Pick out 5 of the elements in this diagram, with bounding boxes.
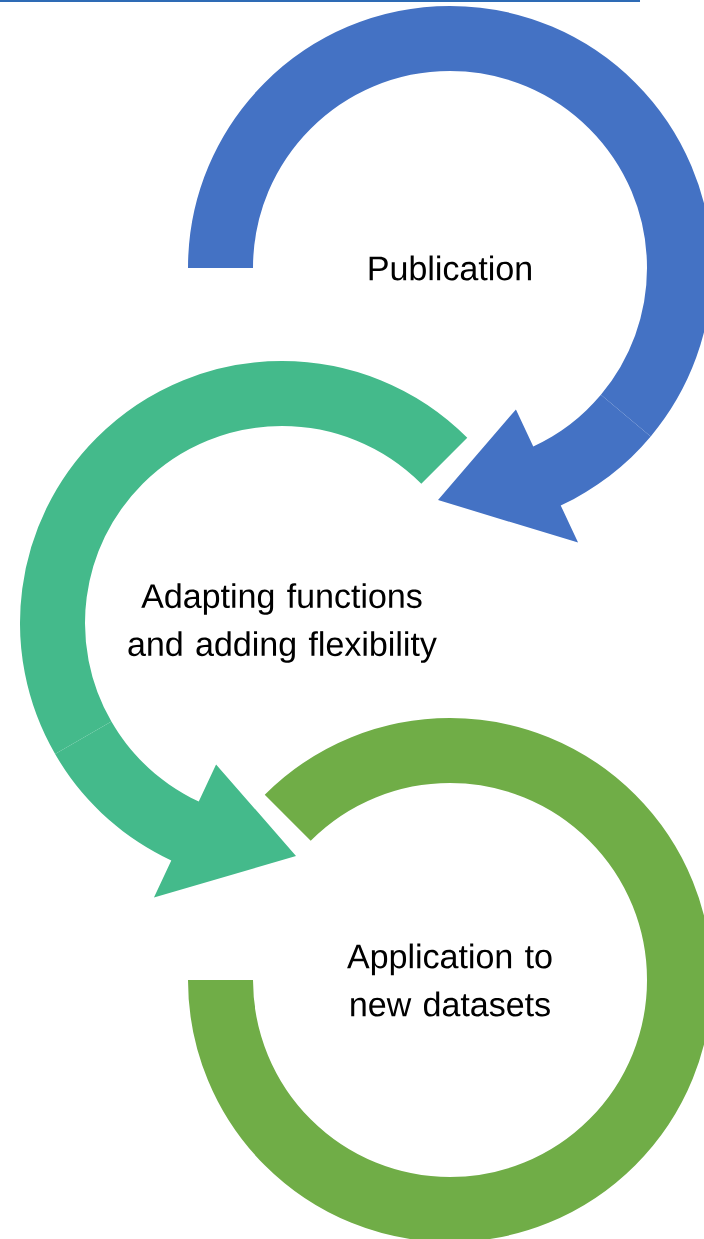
step-label: Publication: [369, 255, 531, 281]
curved-arrow: [438, 394, 651, 543]
step-label: Adapting functions and adding flexibility: [128, 583, 437, 663]
step-label: Application to new datasets: [347, 943, 552, 1017]
curved-arrow: [55, 721, 296, 898]
